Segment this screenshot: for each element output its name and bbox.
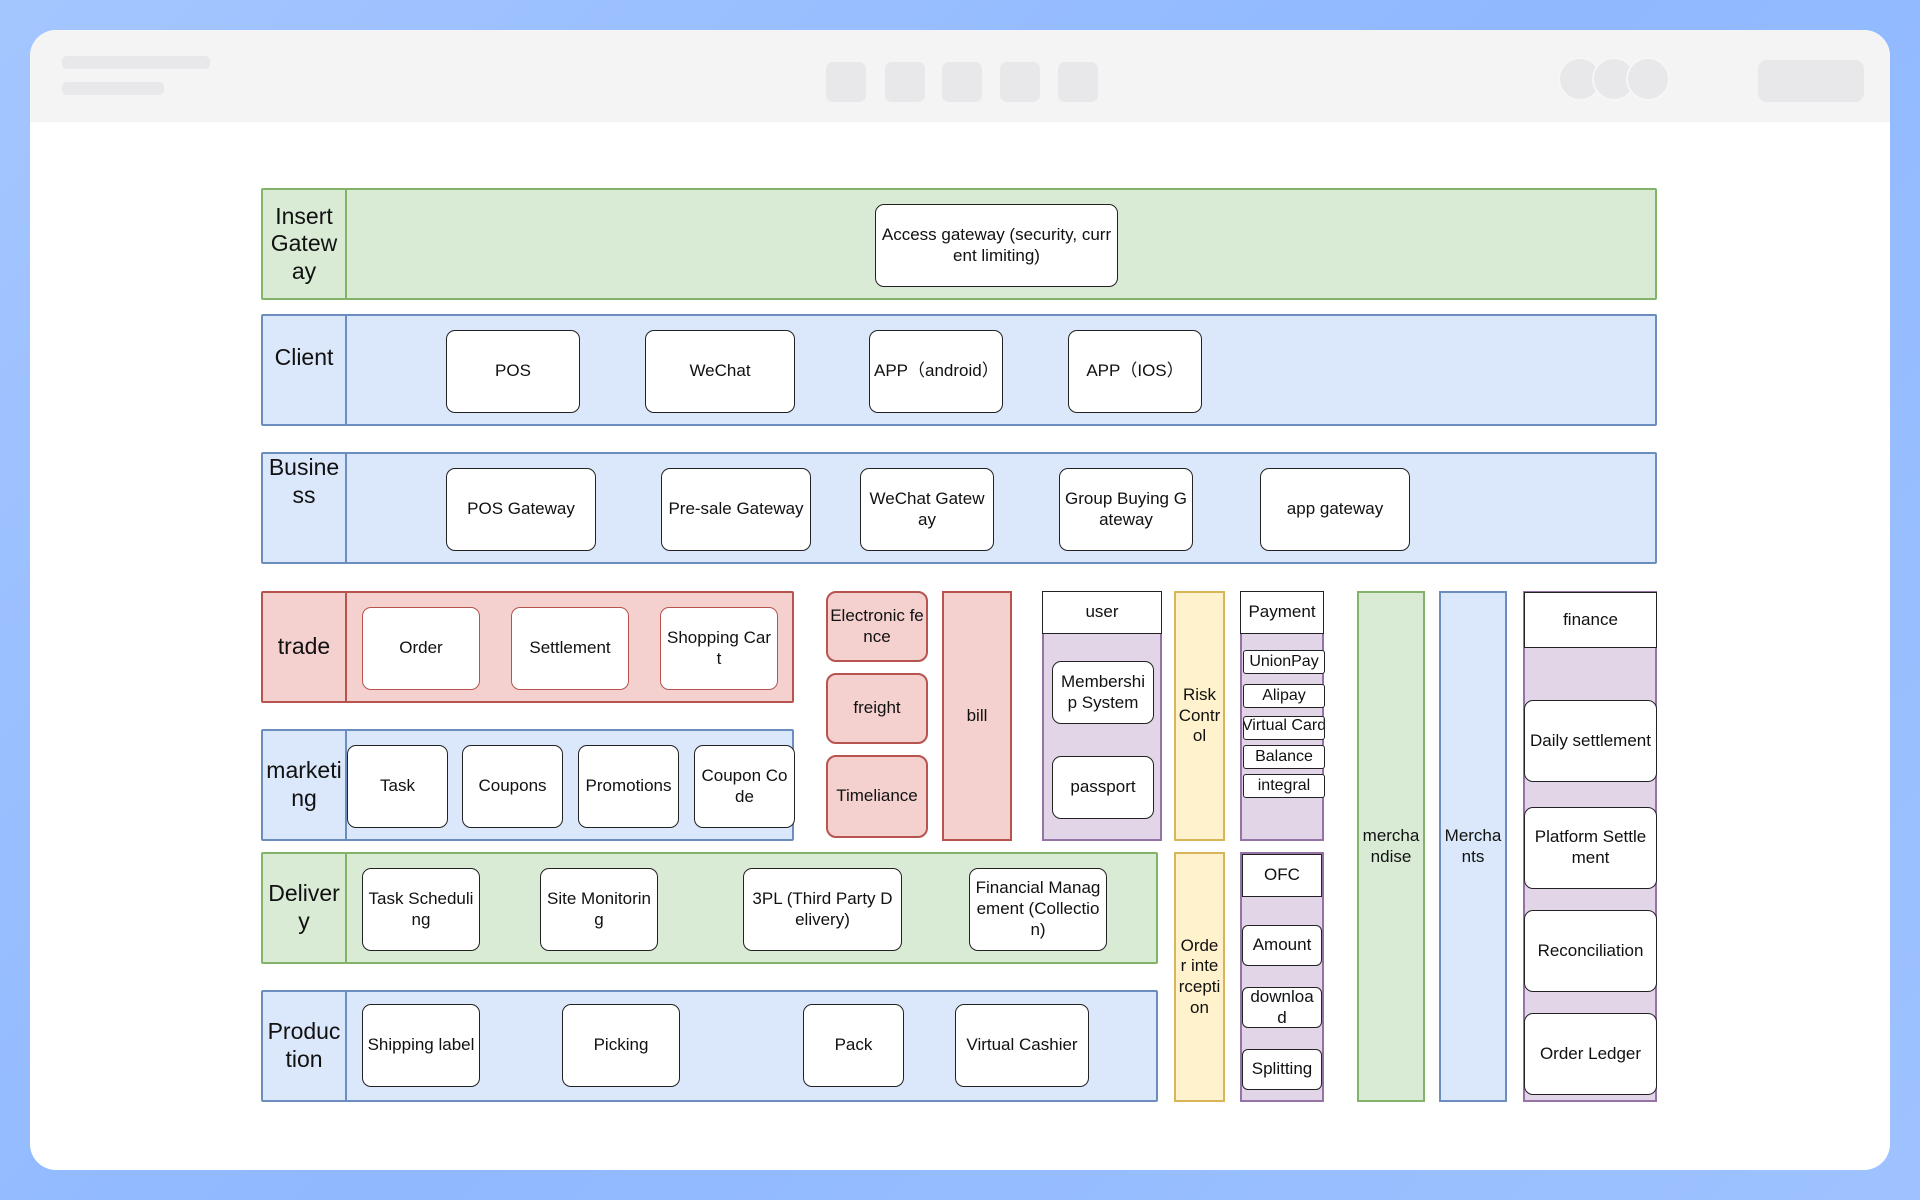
- virtual-cashier-box[interactable]: Virtual Cashier: [955, 1004, 1089, 1087]
- settlement-box[interactable]: Settlement: [511, 607, 629, 690]
- production-layer-label: Production: [263, 992, 347, 1100]
- order-box[interactable]: Order: [362, 607, 480, 690]
- marketing-layer-label: marketing: [263, 731, 347, 839]
- architecture-diagram: Insert Gateway Access gateway (security,…: [30, 30, 1890, 1170]
- client-layer: Client POS WeChat APP（android） APP（IOS）: [261, 314, 1657, 426]
- freight-box[interactable]: freight: [826, 673, 928, 744]
- daily-settlement-box[interactable]: Daily settlement: [1524, 700, 1657, 782]
- access-gateway-box[interactable]: Access gateway (security, current limiti…: [875, 204, 1118, 287]
- wechat-gateway-box[interactable]: WeChat Gateway: [860, 468, 994, 551]
- client-app-android-box[interactable]: APP（android）: [869, 330, 1003, 413]
- 3pl-delivery-box[interactable]: 3PL (Third Party Delivery): [743, 868, 902, 951]
- group-buying-gateway-box[interactable]: Group Buying Gateway: [1059, 468, 1193, 551]
- order-interception-column[interactable]: Order interception: [1174, 852, 1225, 1102]
- pack-box[interactable]: Pack: [803, 1004, 904, 1087]
- toolbar-button-5[interactable]: [1058, 62, 1098, 102]
- toolbar-button-4[interactable]: [1000, 62, 1040, 102]
- electronic-fence-box[interactable]: Electronic fence: [826, 591, 928, 662]
- title-placeholder: [62, 56, 210, 69]
- virtual-card-item[interactable]: Virtual Card: [1243, 716, 1325, 740]
- platform-settlement-box[interactable]: Platform Settlement: [1524, 807, 1657, 889]
- amount-box[interactable]: Amount: [1242, 925, 1322, 966]
- toolbar-button-1[interactable]: [826, 62, 866, 102]
- unionpay-item[interactable]: UnionPay: [1243, 650, 1325, 674]
- avatar-3[interactable]: [1626, 57, 1670, 101]
- splitting-box[interactable]: Splitting: [1242, 1049, 1322, 1090]
- client-wechat-box[interactable]: WeChat: [645, 330, 795, 413]
- business-layer-label: Business: [263, 454, 347, 562]
- payment-title[interactable]: Payment: [1240, 591, 1324, 634]
- reconciliation-box[interactable]: Reconciliation: [1524, 910, 1657, 992]
- coupons-box[interactable]: Coupons: [462, 745, 563, 828]
- trade-layer-label: trade: [263, 593, 347, 701]
- shopping-cart-box[interactable]: Shopping Cart: [660, 607, 778, 690]
- coupon-code-box[interactable]: Coupon Code: [694, 745, 795, 828]
- user-title[interactable]: user: [1042, 591, 1162, 634]
- task-box[interactable]: Task: [347, 745, 448, 828]
- merchandise-column[interactable]: merchandise: [1357, 591, 1425, 1102]
- production-layer: Production Shipping label Picking Pack V…: [261, 990, 1158, 1102]
- picking-box[interactable]: Picking: [562, 1004, 680, 1087]
- gateway-layer-label: Insert Gateway: [263, 190, 347, 298]
- ofc-title[interactable]: OFC: [1242, 854, 1322, 897]
- membership-system-box[interactable]: Membership System: [1052, 661, 1154, 724]
- risk-control-column[interactable]: Risk Control: [1174, 591, 1225, 841]
- business-layer: Business POS Gateway Pre-sale Gateway We…: [261, 452, 1657, 564]
- trade-layer: trade Order Settlement Shopping Cart: [261, 591, 794, 703]
- delivery-layer: Delivery Task Scheduling Site Monitoring…: [261, 852, 1158, 964]
- order-ledger-box[interactable]: Order Ledger: [1524, 1013, 1657, 1095]
- share-button[interactable]: [1758, 60, 1864, 102]
- alipay-item[interactable]: Alipay: [1243, 684, 1325, 708]
- pos-gateway-box[interactable]: POS Gateway: [446, 468, 596, 551]
- passport-box[interactable]: passport: [1052, 756, 1154, 819]
- window-topbar: [30, 30, 1890, 122]
- client-app-ios-box[interactable]: APP（IOS）: [1068, 330, 1202, 413]
- task-scheduling-box[interactable]: Task Scheduling: [362, 868, 480, 951]
- promotions-box[interactable]: Promotions: [578, 745, 679, 828]
- bill-column[interactable]: bill: [942, 591, 1012, 841]
- download-box[interactable]: download: [1242, 987, 1322, 1028]
- balance-item[interactable]: Balance: [1243, 745, 1325, 769]
- toolbar-button-2[interactable]: [885, 62, 925, 102]
- integral-item[interactable]: integral: [1243, 774, 1325, 798]
- client-pos-box[interactable]: POS: [446, 330, 580, 413]
- finance-title[interactable]: finance: [1524, 592, 1657, 648]
- app-gateway-box[interactable]: app gateway: [1260, 468, 1410, 551]
- merchants-column[interactable]: Merchants: [1439, 591, 1507, 1102]
- delivery-layer-label: Delivery: [263, 854, 347, 962]
- client-layer-label: Client: [263, 316, 347, 424]
- marketing-layer: marketing Task Coupons Promotions Coupon…: [261, 729, 795, 841]
- financial-management-box[interactable]: Financial Management (Collection): [969, 868, 1107, 951]
- site-monitoring-box[interactable]: Site Monitoring: [540, 868, 658, 951]
- toolbar-button-3[interactable]: [942, 62, 982, 102]
- subtitle-placeholder: [62, 82, 164, 95]
- app-window: Insert Gateway Access gateway (security,…: [30, 30, 1890, 1170]
- timeliness-box[interactable]: Timeliance: [826, 755, 928, 838]
- presale-gateway-box[interactable]: Pre-sale Gateway: [661, 468, 811, 551]
- shipping-label-box[interactable]: Shipping label: [362, 1004, 480, 1087]
- gateway-layer: Insert Gateway Access gateway (security,…: [261, 188, 1657, 300]
